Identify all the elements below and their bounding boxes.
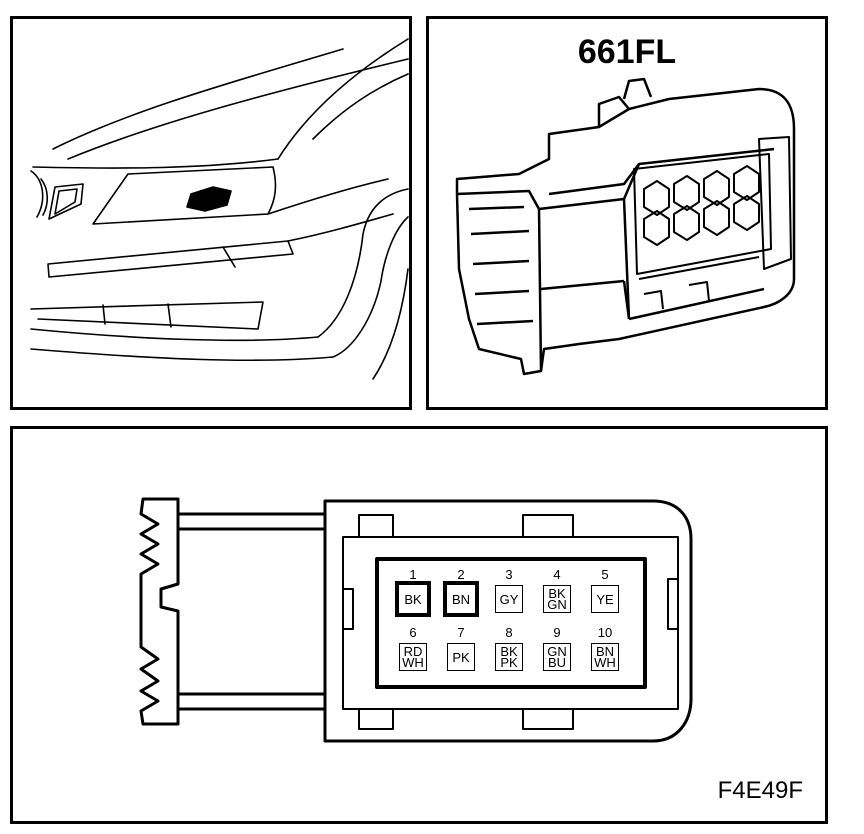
- pin-wire-color: RD: [403, 644, 423, 659]
- pin-wire-color: GN: [547, 597, 567, 612]
- connector-title: 661FL: [577, 33, 677, 71]
- pin-number-9: 9: [553, 625, 561, 640]
- pin-wire-color: BK: [404, 591, 422, 607]
- pin-cavity-7: PK: [447, 643, 475, 671]
- pin-number-3: 3: [505, 567, 513, 582]
- pin-wire-color: GY: [499, 591, 519, 607]
- pin-wire-color: PK: [500, 655, 518, 670]
- car-location-panel: [10, 16, 412, 410]
- pin-wire-color: GN: [547, 644, 567, 659]
- pin-wire-color: BK: [500, 644, 518, 659]
- pin-wire-color: BU: [547, 655, 567, 670]
- pin-number-6: 6: [409, 625, 417, 640]
- pin-number-1: 1: [409, 567, 417, 582]
- pin-number-4: 4: [553, 567, 561, 582]
- connector-3d-drawing: [455, 77, 796, 376]
- connector-view-panel: 661FL: [426, 16, 828, 410]
- pin-number-10: 10: [597, 625, 613, 640]
- pin-wire-color: BK: [548, 586, 566, 601]
- pin-cavity-1: BK: [395, 581, 431, 617]
- pin-number-5: 5: [601, 567, 609, 582]
- figure-code: F4E49F: [717, 777, 803, 804]
- pin-number-7: 7: [457, 625, 465, 640]
- pin-cavity-5: YE: [591, 585, 619, 613]
- pin-cavity-3: GY: [495, 585, 523, 613]
- pin-number-8: 8: [505, 625, 513, 640]
- pin-wire-color: PK: [452, 649, 470, 665]
- connector-face-drawing: [139, 497, 693, 743]
- car-front-drawing: [30, 38, 409, 380]
- pin-number-2: 2: [457, 567, 465, 582]
- pin-wire-color: WH: [402, 655, 424, 670]
- pin-wire-color: BN: [595, 644, 615, 659]
- pin-wire-color: YE: [596, 591, 614, 607]
- pin-wire-color: WH: [594, 655, 616, 670]
- pin-wire-color: BN: [451, 591, 471, 607]
- pin-cavity-2: BN: [443, 581, 479, 617]
